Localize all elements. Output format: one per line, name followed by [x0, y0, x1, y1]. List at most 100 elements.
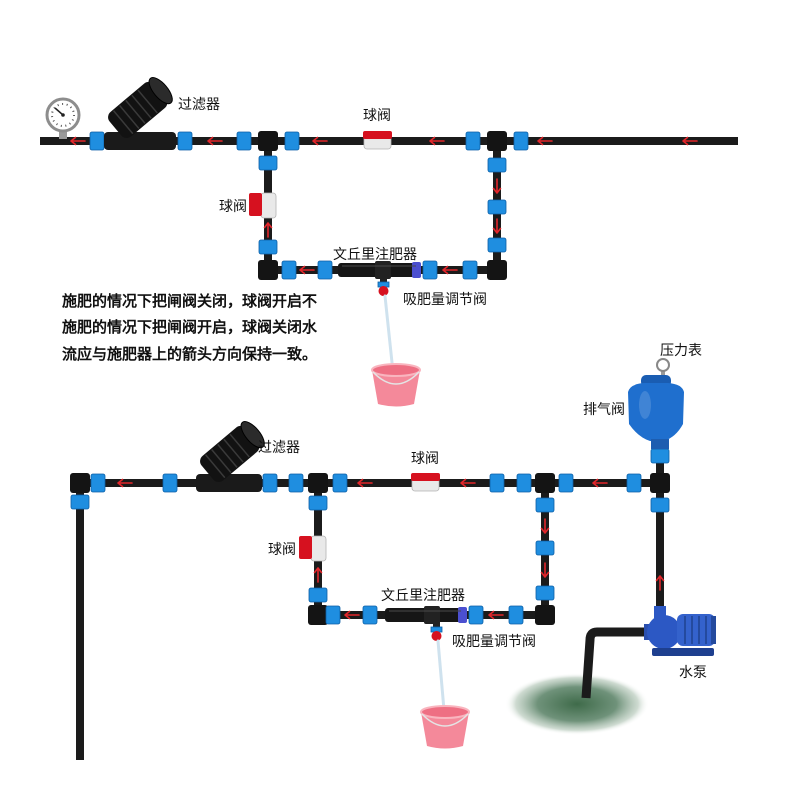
valve-handle [249, 193, 262, 216]
bottom-bypass-valve-label: 球阀 [268, 542, 296, 558]
elbow-fitting [258, 260, 278, 280]
pipe-connector [650, 497, 670, 513]
pipe-connector [236, 131, 252, 151]
valve-body [260, 192, 277, 219]
suction-tube [383, 294, 395, 374]
pump-outlet [654, 606, 666, 618]
pipe-connector [281, 260, 297, 280]
pipe-connector [90, 473, 106, 493]
pipe-connector [288, 473, 304, 493]
ball-valve-icon [299, 535, 327, 562]
air-valve-body [628, 383, 684, 441]
gauge-ticks [51, 103, 75, 127]
pipe-connector [487, 157, 507, 173]
elbow-fitting [308, 605, 328, 625]
valve-handle [363, 131, 392, 139]
bottom-system: 压力表 排气阀 过滤器 球阀 球阀 文丘里注肥器 吸肥量调节阀 水泵 [70, 343, 716, 760]
elbow-fitting [487, 260, 507, 280]
suction-tube [436, 639, 446, 712]
pipe-connector [487, 199, 507, 215]
pipe-connector [650, 448, 670, 464]
pipe-connector [422, 260, 438, 280]
tee-fitting [308, 473, 328, 493]
pump-volute [647, 615, 681, 649]
pipe-connector [89, 131, 105, 151]
pipe-connector [468, 605, 484, 625]
elbow-fitting [70, 473, 90, 493]
tee-fitting [650, 473, 670, 493]
venturi-ring [412, 262, 421, 278]
pond-icon [505, 673, 649, 735]
pipe-connector [308, 495, 328, 511]
venturi-ring [458, 607, 467, 623]
regulator-valve-icon [430, 622, 443, 641]
pipe-connector [177, 131, 193, 151]
air-valve-icon [628, 358, 684, 449]
pipe-connector [332, 473, 348, 493]
pressure-gauge-icon [45, 97, 81, 139]
venturi-collar [375, 261, 391, 279]
instruction-text: 施肥的情况下把闸阀关闭，球阀开启不 施肥的情况下把闸阀开启，球阀关闭水 流应与施… [62, 292, 318, 363]
valve-handle [299, 536, 312, 559]
ball-valve-icon [363, 131, 392, 150]
filter-icon [104, 77, 176, 150]
top-system: 过滤器 球阀 球阀 文丘里注肥器 吸肥量调节阀 [40, 77, 738, 407]
pump-motor [677, 614, 715, 646]
instruction-line: 施肥的情况下把闸阀关闭，球阀开启不 [62, 292, 317, 310]
bottom-filter-label: 过滤器 [258, 440, 300, 456]
pipe-connector [465, 131, 481, 151]
bottom-pump-label: 水泵 [679, 665, 707, 681]
ball-valve-icon [411, 473, 440, 492]
water-pump-icon [644, 606, 716, 656]
pipe-connector [284, 131, 300, 151]
venturi-injector-icon [385, 606, 467, 624]
filter-icon [196, 421, 265, 492]
gauge-pivot [61, 113, 65, 117]
valve-body [310, 535, 327, 562]
tee-fitting [535, 473, 555, 493]
pipe-connector [508, 605, 524, 625]
pump-base [652, 648, 714, 656]
bottom-gauge-label: 压力表 [660, 343, 702, 359]
top-bypass-valve-label: 球阀 [219, 199, 247, 215]
pipe-connector [258, 155, 278, 171]
pipe-connector [362, 605, 378, 625]
pump-suction-pipe [581, 627, 646, 699]
bottom-air-valve-label: 排气阀 [583, 402, 625, 418]
top-main-valve-label: 球阀 [363, 108, 391, 124]
pressure-gauge-icon [656, 358, 670, 372]
filter-inline-body [196, 474, 262, 492]
pipe-connector [535, 540, 555, 556]
gauge-stem [661, 370, 665, 377]
pipe-connector [317, 260, 333, 280]
bucket-icon [371, 363, 421, 407]
pipe-connector [626, 473, 642, 493]
filter-housing [200, 421, 265, 482]
ball-valve-icon [249, 192, 277, 219]
pipe-connector [262, 473, 278, 493]
pipe-connector [516, 473, 532, 493]
air-valve-neck [651, 439, 669, 449]
top-venturi-label: 文丘里注肥器 [333, 247, 417, 263]
air-valve-highlight [639, 391, 651, 419]
pipe-connector [489, 473, 505, 493]
pipe-connector [487, 237, 507, 253]
pipe-connector [308, 587, 328, 603]
filter-inline-body [104, 132, 176, 150]
elbow-fitting [535, 605, 555, 625]
bottom-outlet-pipe [76, 479, 84, 760]
instruction-line: 流应与施肥器上的箭头方向保持一致。 [62, 345, 317, 363]
pipe-connector [513, 131, 529, 151]
regulator-valve-icon [377, 277, 390, 296]
filter-housing [108, 77, 173, 138]
tee-fitting [258, 131, 278, 151]
pipe-connector [70, 494, 90, 510]
top-filter-label: 过滤器 [178, 97, 220, 113]
bottom-main-valve-label: 球阀 [411, 451, 439, 467]
pipe-connector [535, 497, 555, 513]
tee-fitting [487, 131, 507, 151]
pipe-connector [258, 239, 278, 255]
pipe-connector [462, 260, 478, 280]
valve-handle [411, 473, 440, 481]
